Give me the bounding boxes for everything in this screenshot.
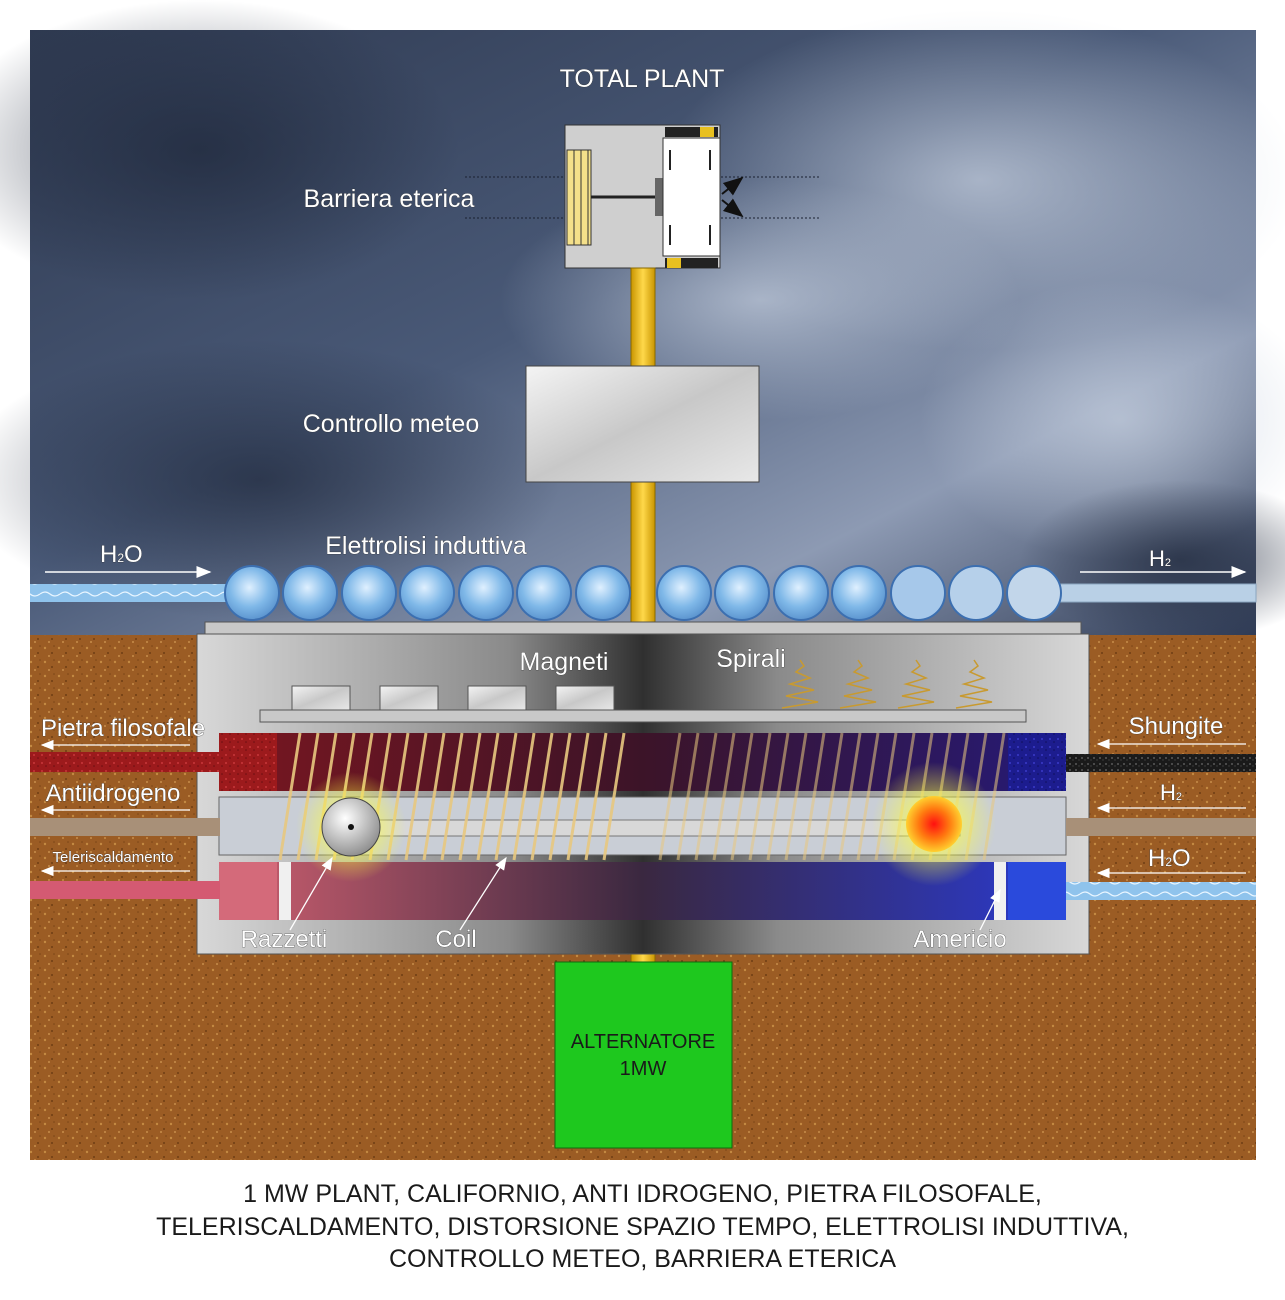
h2-inlet-pipe — [1066, 818, 1256, 836]
lid-plate — [204, 621, 1082, 636]
label-h2o-right: H2O — [1148, 845, 1191, 872]
shungite-pipe — [1066, 754, 1256, 772]
alternatore-label-line2: 1MW — [620, 1058, 667, 1080]
magnets — [291, 685, 615, 711]
label-teleriscaldamento: Teleriscaldamento — [53, 849, 174, 866]
barriera-eterica-device — [465, 124, 820, 269]
lower-right-block — [1008, 862, 1066, 920]
americio-callout — [979, 888, 1001, 931]
h2o-inlet-pipe-right — [1066, 882, 1256, 900]
razzetti-ball-dot — [348, 824, 354, 830]
label-h2-outlet: H2 — [1149, 546, 1171, 571]
caption-line-3: CONTROLLO METEO, BARRIERA ETERICA — [388, 1245, 897, 1273]
label-elettrolisi-induttiva: Elettrolisi induttiva — [325, 532, 527, 560]
spirals — [781, 659, 993, 709]
alternatore-box — [554, 961, 733, 1149]
water-inlet-pipe — [30, 584, 230, 602]
controllo-meteo-box — [525, 365, 760, 483]
caption-line-2: TELERISCALDAMENTO, DISTORSIONE SPAZIO TE… — [156, 1213, 1129, 1241]
alternatore-label-line1: ALTERNATORE — [571, 1031, 715, 1053]
antiidrogeno-pipe — [30, 818, 220, 836]
pietra-filosofale-block — [219, 733, 277, 791]
label-controllo-meteo: Controllo meteo — [303, 410, 479, 438]
americio-fireball — [906, 796, 962, 852]
teleriscaldamento-pipe — [30, 881, 220, 899]
lower-left-block — [219, 862, 277, 920]
label-coil: Coil — [435, 926, 476, 953]
razzetti-callout — [289, 856, 333, 931]
diagram-title: TOTAL PLANT — [560, 65, 725, 93]
label-magneti: Magneti — [520, 648, 609, 676]
label-shungite: Shungite — [1129, 713, 1224, 740]
left-divider — [279, 862, 291, 920]
pietra-pipe — [30, 752, 220, 772]
caption-line-1: 1 MW PLANT, CALIFORNIO, ANTI IDROGENO, P… — [243, 1180, 1042, 1208]
label-spirali: Spirali — [716, 645, 785, 673]
label-h2o-inlet: H2O — [100, 541, 143, 568]
coil-callout — [459, 856, 507, 931]
shungite-block — [1008, 733, 1066, 791]
rod — [329, 819, 961, 837]
label-h2-right: H2 — [1160, 780, 1182, 805]
label-americio: Americio — [913, 926, 1006, 953]
magnet-shelf — [259, 709, 1027, 723]
label-razzetti: Razzetti — [241, 926, 328, 953]
label-antiidrogeno: Antiidrogeno — [46, 780, 181, 807]
electrolysis-cells — [224, 565, 1062, 621]
label-barriera-eterica: Barriera eterica — [304, 185, 475, 213]
h2-outlet-pipe — [1059, 583, 1257, 603]
label-pietra-filosofale: Pietra filosofale — [41, 715, 205, 742]
